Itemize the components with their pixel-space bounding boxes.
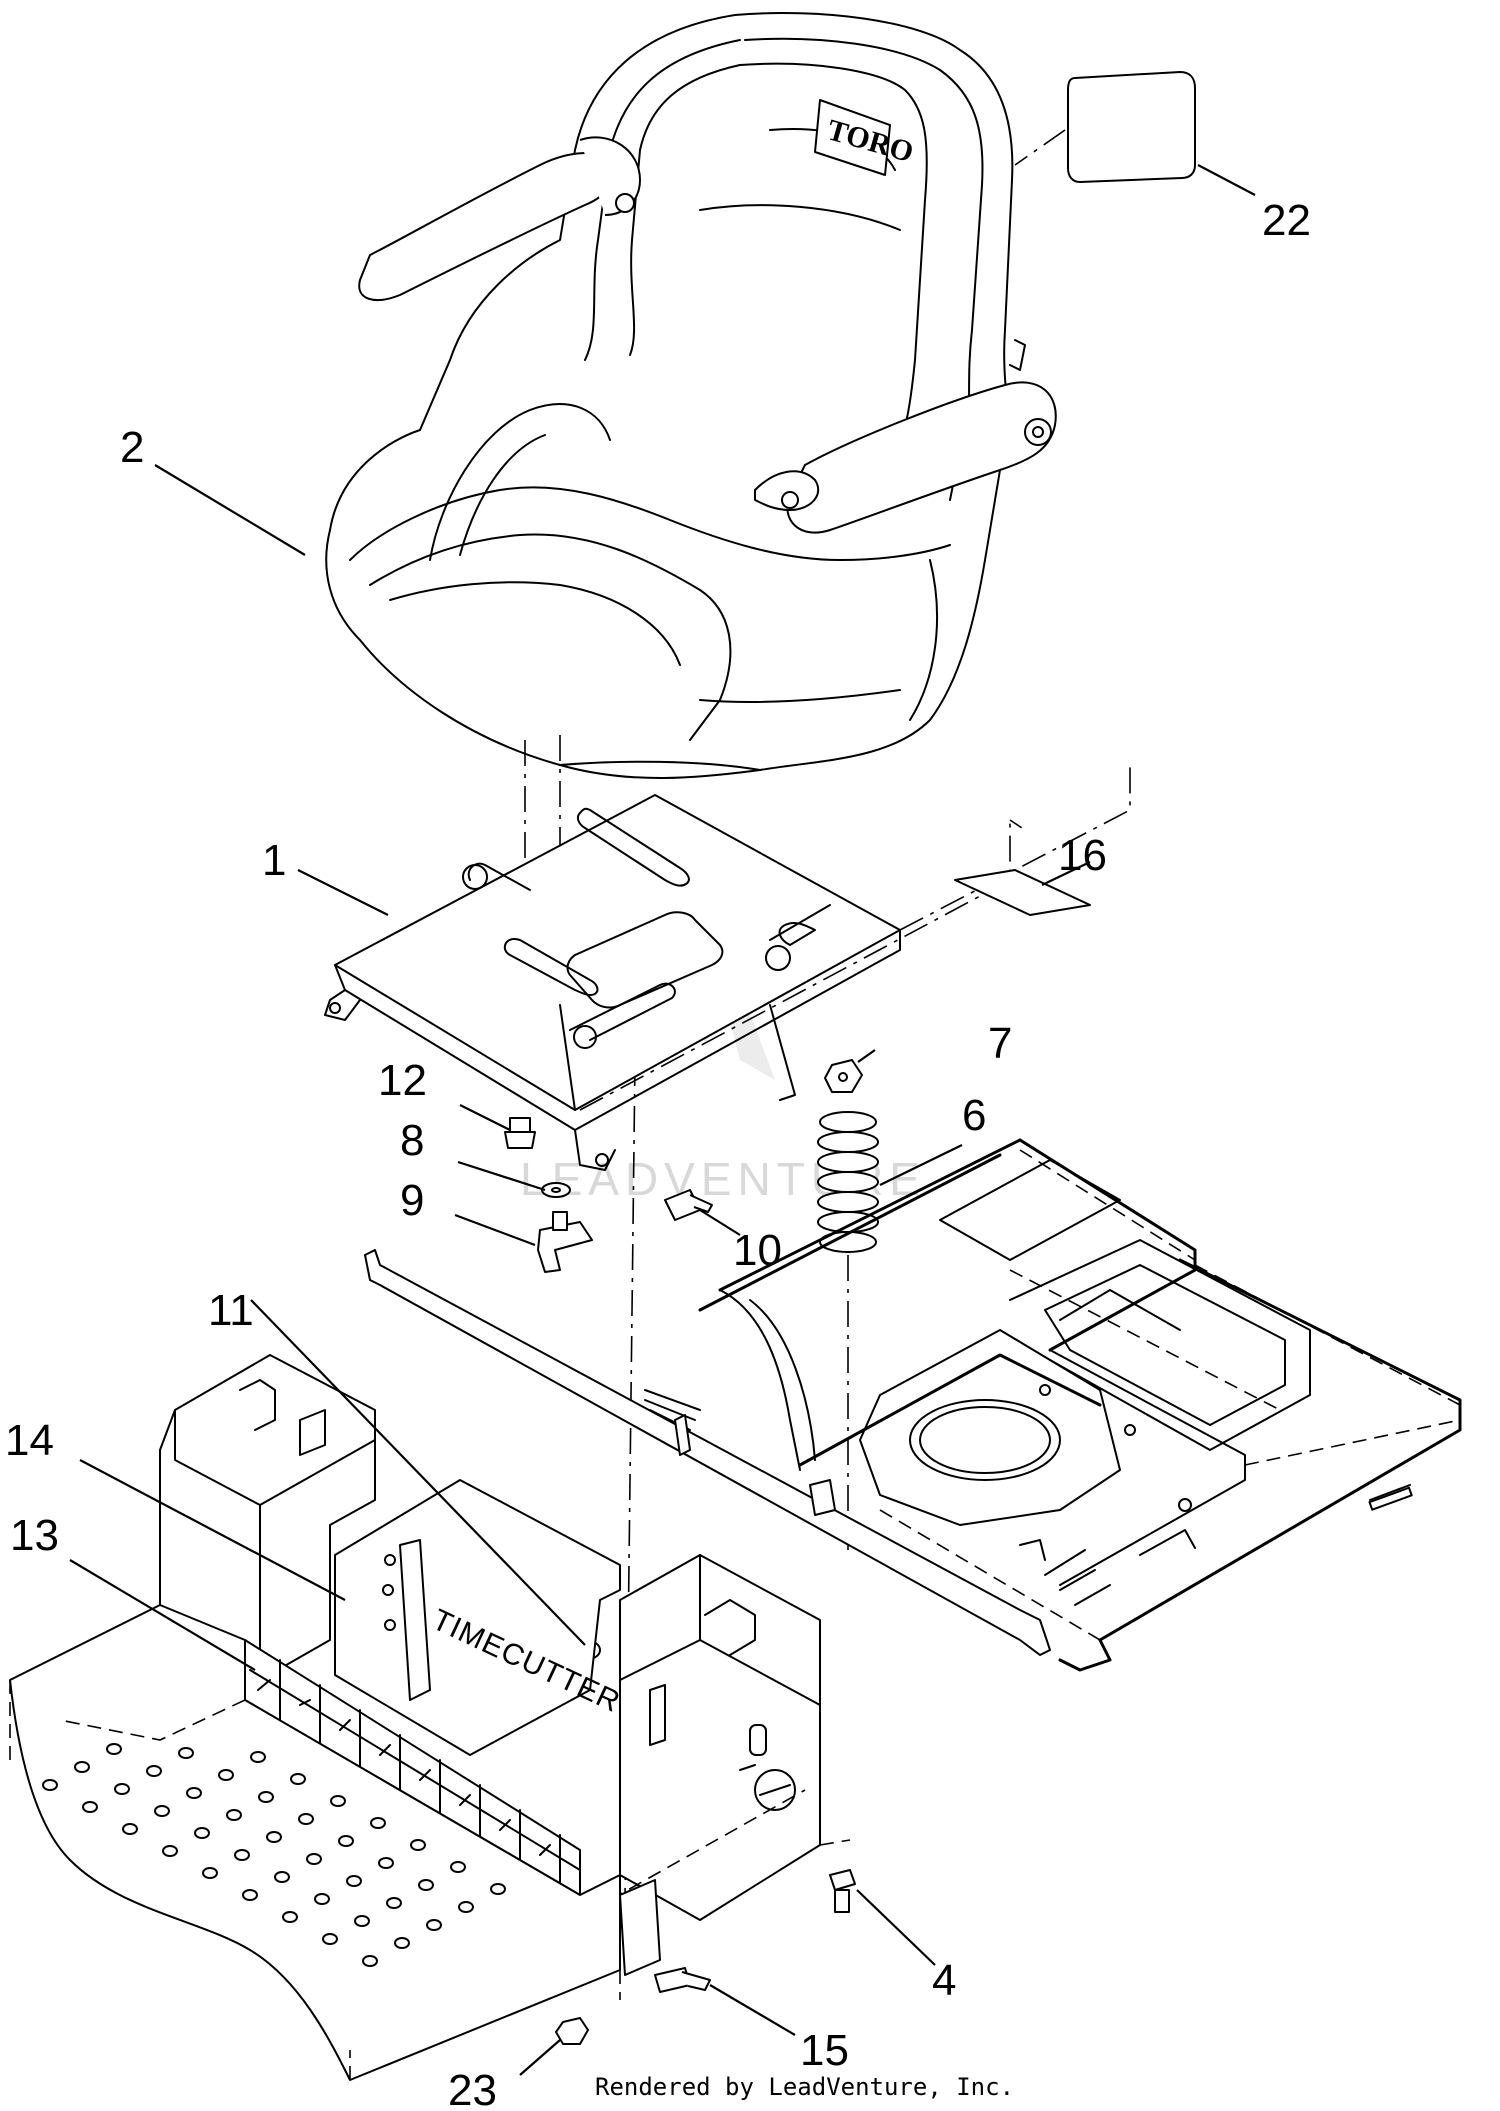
foot-plate-hole — [106, 1743, 122, 1755]
foot-plate-hole — [258, 1791, 274, 1803]
foot-plate-hole — [42, 1779, 58, 1791]
leader-lines — [69, 164, 1256, 2076]
callout-11: 11 — [208, 1286, 254, 1335]
foot-plate-hole — [322, 1933, 338, 1945]
foot-plate-hole — [186, 1787, 202, 1799]
foot-plate-hole — [394, 1937, 410, 1949]
callout-4: 4 — [932, 1956, 956, 2005]
callout-14: 14 — [5, 1416, 54, 1465]
callout-13: 13 — [10, 1511, 59, 1560]
callout-7: 7 — [988, 1019, 1012, 1068]
foot-plate-hole — [162, 1845, 178, 1857]
foot-plate-hole — [274, 1871, 290, 1883]
foot-plate-hole — [418, 1879, 434, 1891]
foot-plate-hole — [74, 1761, 90, 1773]
foot-plate-hole — [242, 1889, 258, 1901]
callouts: 2 22 1 16 7 12 6 8 9 10 11 14 13 4 15 23 — [5, 196, 1311, 2111]
foot-plate-hole — [82, 1801, 98, 1813]
callout-16: 16 — [1058, 831, 1107, 880]
foot-plate-hole — [234, 1849, 250, 1861]
foot-plate-hole — [218, 1769, 234, 1781]
foot-plate-holes — [42, 1743, 506, 1967]
foot-plate-hole — [250, 1751, 266, 1763]
foot-plate-hole — [346, 1875, 362, 1887]
foot-plate-hole — [154, 1805, 170, 1817]
callout-9: 9 — [400, 1176, 424, 1225]
foot-plate-hole — [114, 1783, 130, 1795]
nut-23 — [555, 2017, 589, 2045]
foot-plate-hole — [426, 1919, 442, 1931]
callout-23: 23 — [448, 2066, 497, 2111]
foot-plate-hole — [306, 1853, 322, 1865]
foot-plate-hole — [266, 1831, 282, 1843]
foot-plate-hole — [194, 1827, 210, 1839]
foot-plate-hole — [290, 1773, 306, 1785]
foot-plate-hole — [378, 1857, 394, 1869]
foot-plate-hole — [410, 1839, 426, 1851]
callout-1: 1 — [262, 836, 286, 885]
callout-15: 22 — [1262, 196, 1311, 245]
foot-plate-hole — [370, 1817, 386, 1829]
footer-credit: Rendered by LeadVenture, Inc. — [595, 2073, 1014, 2101]
foot-plate-hole — [202, 1867, 218, 1879]
foot-plate-hole — [362, 1955, 378, 1967]
spring-6 — [817, 1111, 879, 1550]
foot-plate-hole — [226, 1809, 242, 1821]
foot-plate-hole — [490, 1883, 506, 1895]
bolt-22 — [654, 1967, 711, 1993]
foot-plate-hole — [298, 1813, 314, 1825]
callout-2: 2 — [120, 423, 144, 472]
foot-plate-hole — [354, 1915, 370, 1927]
foot-plate-hole — [386, 1897, 402, 1909]
callout-8: 8 — [400, 1116, 424, 1165]
foot-plate-hole — [450, 1861, 466, 1873]
decal-15 — [1014, 71, 1196, 183]
foot-plate-hole — [146, 1765, 162, 1777]
callout-12: 12 — [378, 1056, 427, 1105]
foot-plate-hole — [338, 1835, 354, 1847]
seat-plate — [324, 794, 901, 1171]
foot-plate-hole — [282, 1911, 298, 1923]
foot-plate-hole — [178, 1747, 194, 1759]
bolt-12 — [504, 1117, 536, 1149]
nut-7 — [824, 1059, 863, 1093]
foot-plate — [9, 1604, 621, 2081]
callout-6: 6 — [962, 1091, 986, 1140]
foot-plate-hole — [458, 1901, 474, 1913]
left-armrest — [358, 136, 641, 301]
washer-8 — [541, 1182, 571, 1198]
seat-assembly: TORO — [325, 12, 1057, 780]
right-armrest — [754, 381, 1057, 534]
callout-10: 10 — [733, 1226, 782, 1275]
foot-plate-hole — [122, 1823, 138, 1835]
knob-9 — [537, 1211, 593, 1273]
decal-16 — [954, 869, 1091, 916]
foot-plate-hole — [330, 1795, 346, 1807]
frame — [364, 1138, 1462, 1672]
callout-22: 15 — [800, 2026, 849, 2075]
bolt-4 — [829, 1869, 856, 1913]
foot-plate-hole — [314, 1893, 330, 1905]
